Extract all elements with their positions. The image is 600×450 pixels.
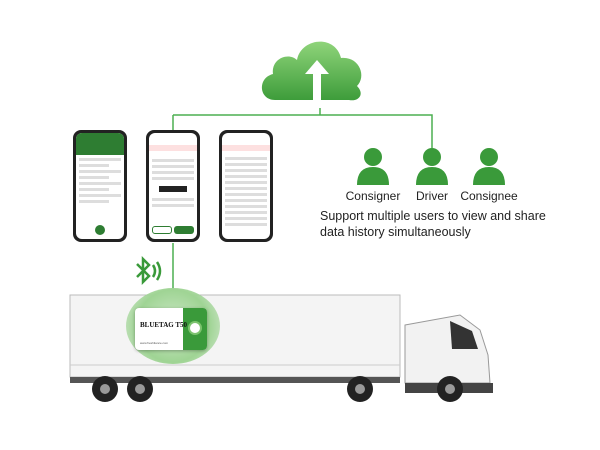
caption-line-1: Support multiple users to view and share <box>320 209 546 223</box>
user-icon <box>357 148 389 185</box>
truck-illustration <box>69 294 493 402</box>
bluetag-device: BLUETAG T50 www.freshliance.com <box>135 308 207 350</box>
user-label-consignee: Consignee <box>460 189 518 203</box>
device-name: BLUETAG T50 <box>140 321 188 329</box>
bluetooth-icon <box>136 255 162 286</box>
user-label-consigner: Consigner <box>345 189 401 203</box>
user-icon <box>416 148 448 185</box>
user-icon <box>473 148 505 185</box>
cloud-icon <box>261 41 362 108</box>
device-button-icon <box>188 321 202 335</box>
upload-arrow-icon <box>305 60 329 108</box>
phone-data-table <box>219 130 273 242</box>
user-label-driver: Driver <box>416 189 448 203</box>
branch-line <box>173 114 433 148</box>
phone-history-chart <box>146 130 200 242</box>
caption-line-2: data history simultaneously <box>320 225 471 239</box>
phone-device-list <box>73 130 127 242</box>
device-website: www.freshliance.com <box>140 341 169 345</box>
